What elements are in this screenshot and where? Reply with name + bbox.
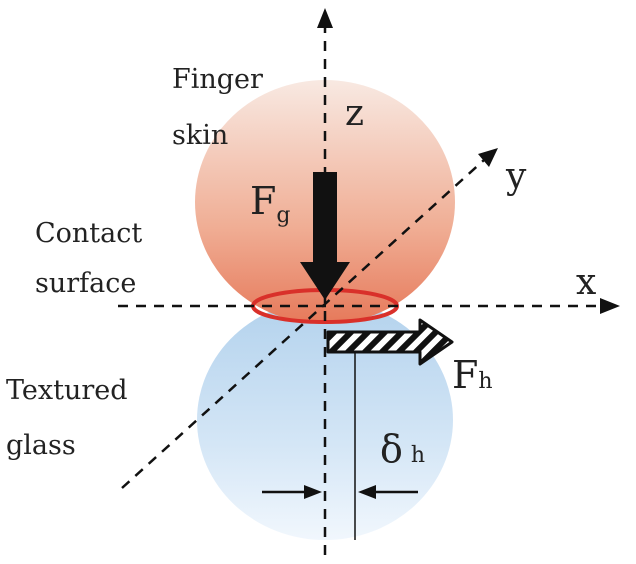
contact-surface-label-line1: Contact bbox=[35, 218, 142, 249]
normal-force-label: Fg bbox=[250, 179, 290, 228]
finger-skin-label-line1: Finger bbox=[172, 64, 263, 95]
y-axis-line bbox=[121, 159, 485, 489]
displacement-right-arrowhead bbox=[358, 485, 376, 499]
finger-skin-label-line2: skin bbox=[172, 120, 228, 151]
z-axis-arrowhead bbox=[317, 8, 333, 28]
textured-glass-label-line1: Textured bbox=[6, 375, 128, 406]
displacement-left-arrowhead bbox=[304, 485, 322, 499]
friction-force-arrow bbox=[326, 318, 454, 366]
y-axis-arrowhead bbox=[478, 148, 498, 167]
textured-glass-label-line2: glass bbox=[6, 430, 76, 461]
z-axis-label: z bbox=[345, 93, 364, 134]
normal-force-arrow bbox=[300, 172, 350, 300]
x-axis-arrowhead bbox=[600, 298, 620, 314]
y-axis-label: y bbox=[505, 156, 527, 197]
contact-surface-label-line2: surface bbox=[35, 268, 136, 299]
friction-force-label: Fh bbox=[452, 353, 493, 397]
x-axis-label: x bbox=[576, 262, 596, 303]
